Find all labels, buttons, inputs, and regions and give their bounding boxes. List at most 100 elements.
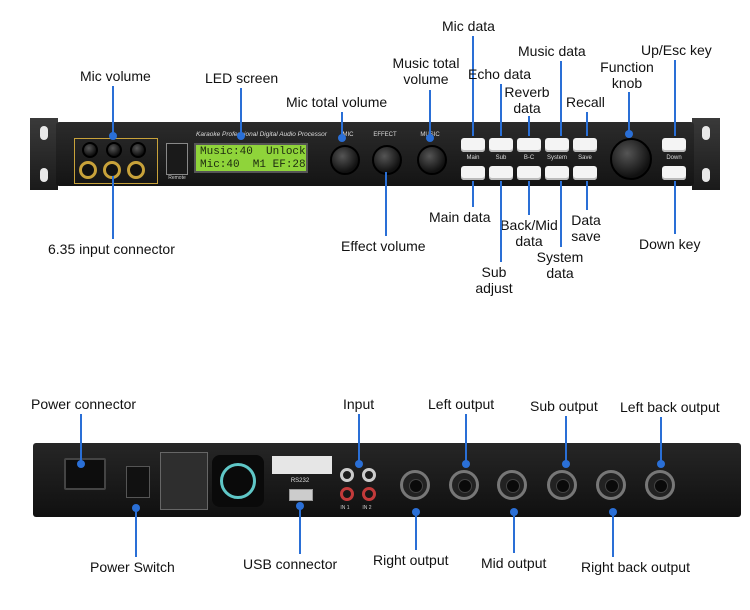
label-left-output: Left output <box>428 396 495 412</box>
label-mic-total-volume: Mic total volume <box>286 94 388 110</box>
right-rack-ear <box>692 118 720 190</box>
btn-label-main: Main <box>466 155 480 161</box>
lcd-line-2: Mic:40 M1 EF:28 <box>200 159 306 171</box>
label-usb-connector: USB connector <box>243 556 338 572</box>
leader-music-data <box>560 61 562 136</box>
recall-button[interactable] <box>573 138 597 152</box>
label-up-esc-key: Up/Esc key <box>641 42 712 58</box>
leader-main-data <box>472 181 474 207</box>
xlr-left-back-output[interactable] <box>645 470 675 500</box>
label-function-knob: Function knob <box>600 59 654 91</box>
btn-label-save: Save <box>578 155 592 161</box>
label-echo-data: Echo data <box>468 66 532 82</box>
leader-down-key <box>674 181 676 234</box>
leader-sub-adjust <box>500 181 502 262</box>
lcd-line-1: Music:40 Unlock <box>200 146 306 158</box>
label-mid-output: Mid output <box>481 555 547 571</box>
system-data-button[interactable] <box>545 166 569 180</box>
btn-label-down: Down <box>666 155 682 161</box>
xlr-left-output[interactable] <box>449 470 479 500</box>
leader-usb-connector <box>299 506 301 554</box>
label-sub-output: Sub output <box>530 398 598 414</box>
xlr-mid-output[interactable] <box>497 470 527 500</box>
usb-port[interactable] <box>289 489 313 501</box>
dot-left-output <box>462 460 470 468</box>
function-knob[interactable] <box>610 138 652 180</box>
leader-input-connector <box>112 176 114 239</box>
label-power-switch: Power Switch <box>90 559 175 575</box>
power-switch[interactable] <box>126 466 150 498</box>
btn-label-system: System <box>546 155 567 161</box>
label-back-mid-data: Back/Mid data <box>500 217 558 249</box>
dot-usb-connector <box>296 502 304 510</box>
label-music-data: Music data <box>518 43 586 59</box>
label-effect-volume: Effect volume <box>341 238 426 254</box>
dot-mic-volume <box>109 132 117 140</box>
label-data-save: Data save <box>571 212 601 244</box>
leader-function-knob <box>628 92 630 132</box>
mic1-volume-knob[interactable] <box>82 142 98 158</box>
mic-total-volume-knob[interactable] <box>330 145 360 175</box>
rca-input-2-white[interactable] <box>362 468 376 482</box>
btn-label-sub: Sub <box>495 155 507 161</box>
leader-data-save <box>586 181 588 210</box>
input-label-1: IN 1 <box>340 505 350 511</box>
leader-mid-output <box>513 512 515 553</box>
up-esc-button[interactable] <box>662 138 686 152</box>
mic2-volume-knob[interactable] <box>106 142 122 158</box>
dot-power-connector <box>77 460 85 468</box>
leader-mic-total-volume <box>341 112 343 136</box>
rca-input-1-red[interactable] <box>340 487 354 501</box>
mic3-volume-knob[interactable] <box>130 142 146 158</box>
music-data-button[interactable] <box>545 138 569 152</box>
leader-mic-volume <box>112 86 114 134</box>
mic-data-button[interactable] <box>461 138 485 152</box>
data-save-button[interactable] <box>573 166 597 180</box>
xlr-sub-output[interactable] <box>547 470 577 500</box>
label-input-connector: 6.35 input connector <box>48 241 175 257</box>
xlr-right-output[interactable] <box>400 470 430 500</box>
effect-volume-knob[interactable] <box>372 145 402 175</box>
echo-data-button[interactable] <box>489 138 513 152</box>
leader-mic-data <box>472 36 474 136</box>
mic3-jack[interactable] <box>127 161 145 179</box>
sub-adjust-button[interactable] <box>489 166 513 180</box>
cooling-fan <box>212 455 264 507</box>
rca-input-2-red[interactable] <box>362 487 376 501</box>
back-mid-data-button[interactable] <box>517 166 541 180</box>
xlr-right-back-output[interactable] <box>596 470 626 500</box>
label-music-total-volume: Music total volume <box>392 55 460 87</box>
label-led-screen: LED screen <box>205 70 279 86</box>
label-mic-volume: Mic volume <box>80 68 151 84</box>
down-button[interactable] <box>662 166 686 180</box>
input-label-2: IN 2 <box>362 505 372 511</box>
remote-label: Remote <box>168 175 186 181</box>
knob-label-effect: EFFECT <box>373 132 397 138</box>
power-connector[interactable] <box>64 458 106 490</box>
rca-input-1-white[interactable] <box>340 468 354 482</box>
dot-left-back-output <box>657 460 665 468</box>
label-left-back-output: Left back output <box>620 399 720 415</box>
leader-back-mid-data <box>528 181 530 215</box>
leader-echo-data <box>500 84 502 136</box>
reverb-data-button[interactable] <box>517 138 541 152</box>
btn-label-bc: B-C <box>523 155 535 161</box>
leader-power-connector <box>80 414 82 464</box>
dot-mic-total-volume <box>338 134 346 142</box>
warning-label <box>160 452 208 510</box>
leader-left-back-output <box>660 417 662 464</box>
remote-ir-window <box>166 143 188 175</box>
dot-music-total-volume <box>426 134 434 142</box>
leader-left-output <box>465 414 467 464</box>
label-recall: Recall <box>566 94 605 110</box>
main-data-button[interactable] <box>461 166 485 180</box>
music-total-volume-knob[interactable] <box>417 145 447 175</box>
label-main-data: Main data <box>429 209 491 225</box>
leader-up-esc-key <box>674 60 676 136</box>
label-down-key: Down key <box>639 236 701 252</box>
mic1-jack[interactable] <box>79 161 97 179</box>
dot-mid-output <box>510 508 518 516</box>
leader-right-output <box>415 512 417 550</box>
dot-led-screen <box>237 132 245 140</box>
leader-power-switch <box>135 508 137 557</box>
